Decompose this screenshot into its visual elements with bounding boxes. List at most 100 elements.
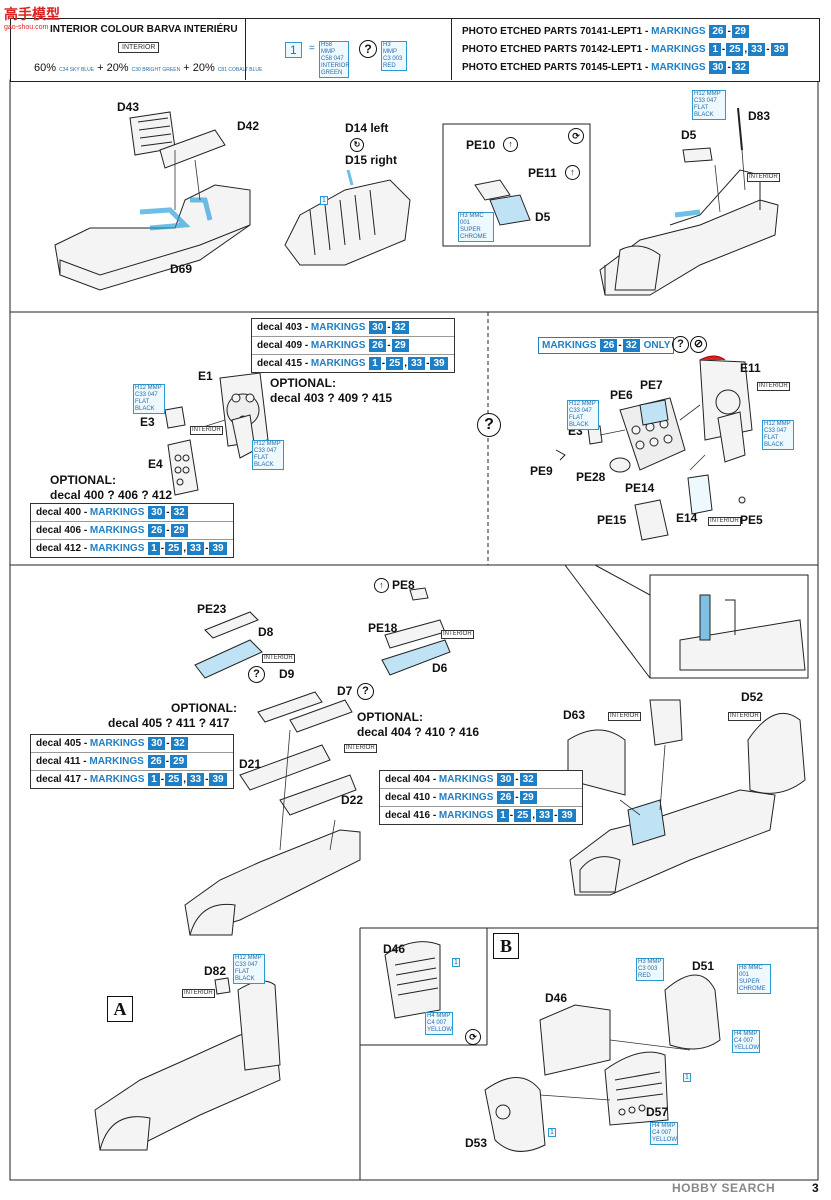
marking-chip: 30 (369, 321, 387, 334)
pe-line-3: PHOTO ETCHED PARTS 70145-LEPT1 - MARKING… (462, 61, 750, 74)
part-label: E14 (676, 511, 698, 525)
ratio-part-3: + 20% (183, 62, 215, 74)
marking-chip: 39 (558, 809, 576, 822)
decal-text: MARKINGS (542, 340, 597, 351)
interior-label: INTERIOR (118, 42, 160, 53)
marking-chip: 29 (391, 339, 409, 352)
decal-text: decal 403 - (257, 322, 311, 333)
marking-chip: 25 (514, 809, 532, 822)
interior-title: INTERIOR COLOUR BARVA INTERIÉRU (50, 24, 238, 35)
decal-text: , (404, 358, 407, 369)
decal-text: , (183, 543, 186, 554)
part-label: D82 (204, 964, 227, 978)
prohibited-icon: ⊘ (690, 336, 707, 353)
part-label: D21 (239, 757, 262, 771)
part-label: PE8 (392, 578, 415, 592)
decal-text: MARKINGS (89, 774, 145, 785)
logo-text: 高手模型 (4, 7, 60, 23)
decal-text: - (166, 507, 170, 518)
decal-table-top: decal 403 - MARKINGS 30-32 decal 409 - M… (251, 318, 455, 373)
decal-row: decal 417 - MARKINGS 1-25,33-39 (31, 770, 233, 788)
paint-callout: 1 (683, 1073, 691, 1082)
marking-sep: - (721, 44, 726, 55)
arrow-up-icon: ↑ (374, 578, 389, 593)
legend-num: 1 (285, 42, 302, 58)
step3-inset (649, 574, 809, 679)
watermark: HOBBY SEARCH (672, 1181, 775, 1195)
marking-chip: 32 (731, 61, 749, 74)
part-label: PE11 (528, 166, 557, 180)
marking-chip: 33 (748, 43, 766, 56)
marking-sep: - (727, 26, 731, 37)
marking-chip: 26 (147, 755, 165, 768)
paint-callout: INTERIOR (344, 744, 377, 753)
paint-callout: H12 MMP C33 047 FLAT BLACK (252, 440, 284, 470)
marking-chip: 39 (430, 357, 448, 370)
part-label: D7 (337, 684, 353, 698)
logo-url: gao-shou.com (4, 24, 49, 31)
part-label: PE5 (740, 513, 763, 527)
decal-text: - (618, 340, 622, 351)
arrow-up-icon: ↑ (565, 165, 580, 180)
optional-decals: decal 400 ? 406 ? 412 (50, 488, 173, 502)
part-label: D69 (170, 262, 193, 276)
marking-chip: 32 (519, 773, 537, 786)
part-label: PE9 (530, 464, 553, 478)
pe-line-3-label: MARKINGS (651, 62, 706, 73)
marking-chip: 30 (148, 737, 166, 750)
decal-text: MARKINGS (89, 756, 144, 767)
part-label: D83 (748, 109, 771, 123)
marking-chip: 1 (497, 809, 509, 822)
paint-callout: INTERIOR (747, 173, 780, 182)
decal-text: MARKINGS (89, 525, 145, 536)
paint-callout: INTERIOR (262, 654, 295, 663)
paint-callout: H12 MMP C33 047 FLAT BLACK (233, 954, 265, 984)
decal-row: decal 400 - MARKINGS 30-32 (31, 504, 233, 521)
part-label: PE10 (466, 138, 496, 152)
marking-chip: 26 (497, 791, 515, 804)
marking-chip: 26 (709, 25, 727, 38)
ratio-code-3: C81 COBALT BLUE (217, 67, 263, 73)
pe-line-2-text: PHOTO ETCHED PARTS 70142-LEPT1 - (462, 44, 652, 55)
paint-legend: 1 = H58 MMP C58 047 INTERIOR GREEN ? H3 … (285, 38, 407, 78)
decal-row: decal 409 - MARKINGS 26-29 (252, 336, 454, 354)
part-label: E11 (740, 361, 761, 375)
decal-text: decal 404 - (385, 774, 439, 785)
part-label: PE6 (610, 388, 633, 402)
decal-text: - (166, 738, 170, 749)
optional-heading: OPTIONAL: (357, 710, 423, 724)
marking-chip: 39 (209, 542, 227, 555)
decal-text: decal 409 - (257, 340, 311, 351)
marking-chip: 32 (170, 737, 188, 750)
part-label: D6 (432, 661, 448, 675)
marking-sep: - (727, 62, 731, 73)
markings-only-badge: MARKINGS 26-32 ONLY (538, 337, 675, 354)
rotate-icon: ⟳ (465, 1029, 481, 1045)
part-label: D57 (646, 1105, 669, 1119)
ratio-part-1: 60% (34, 62, 57, 74)
part-label: D8 (258, 625, 274, 639)
decal-text: decal 411 - (36, 756, 90, 767)
part-label: PE15 (597, 513, 627, 527)
pe-line-1-label: MARKINGS (651, 26, 706, 37)
question-icon: ? (672, 336, 689, 353)
decal-text: MARKINGS (438, 792, 494, 803)
decal-table-b: decal 404 - MARKINGS 30-32 decal 410 - M… (379, 770, 583, 825)
marking-chip: 26 (600, 339, 618, 352)
decal-text: decal 416 - (385, 810, 439, 821)
paint-callout: 1 (548, 1128, 556, 1137)
question-icon: ? (357, 683, 374, 700)
marking-chip: 25 (165, 773, 183, 786)
part-label: D42 (237, 119, 260, 133)
part-label: D9 (279, 667, 295, 681)
step1-inset (442, 123, 591, 247)
part-label: D63 (563, 708, 586, 722)
decal-text: decal 415 - (257, 358, 311, 369)
paint-callout: INTERIOR (757, 382, 790, 391)
optional-heading: OPTIONAL: (171, 701, 237, 715)
part-label: E1 (198, 369, 213, 383)
paint-callout: INTERIOR (728, 712, 761, 721)
marking-chip: 33 (407, 357, 426, 370)
marking-chip: 39 (770, 43, 788, 56)
paint-callout: H12 MMP C33 047 FLAT BLACK (567, 400, 599, 430)
